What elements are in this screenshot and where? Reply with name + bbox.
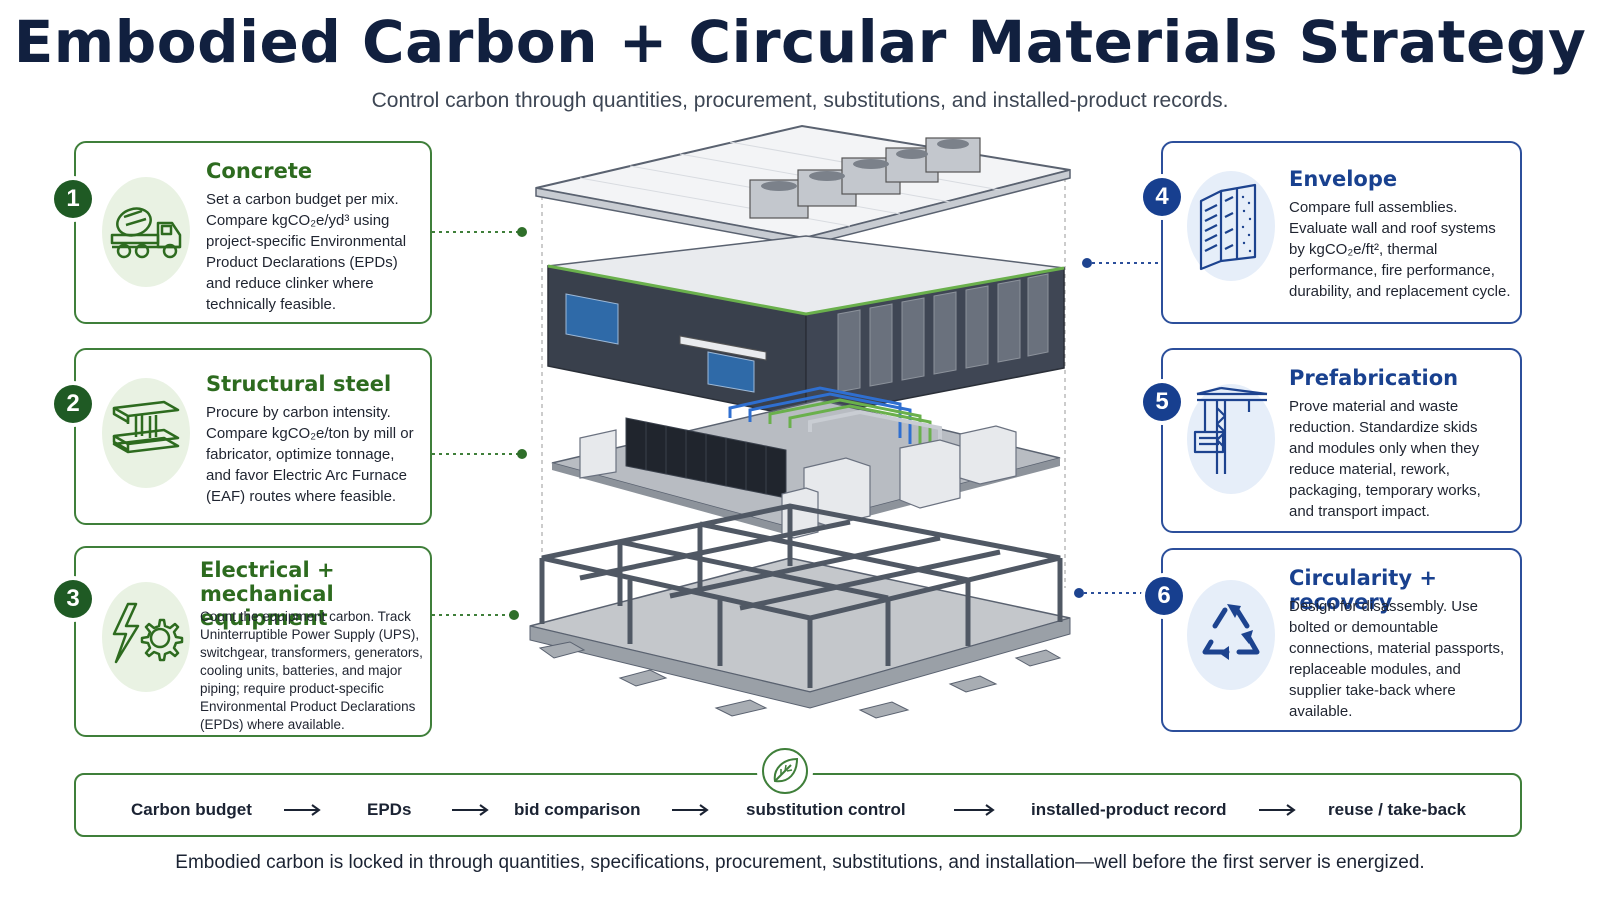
footer-note: Embodied carbon is locked in through qua… <box>175 852 1425 873</box>
card-title-prefabrication: Prefabrication <box>1289 366 1459 390</box>
flow-step-bid-comparison: bid comparison <box>514 800 641 819</box>
concrete-mixer-truck-icon <box>110 207 182 259</box>
page-subtitle: Control carbon through quantities, procu… <box>371 89 1229 112</box>
equipment-icon-bubble <box>102 582 190 692</box>
card-title-circularity-recovery: Circularity + recovery <box>1289 566 1437 614</box>
card-concrete: Concrete Set a carbon budget per mix. Co… <box>74 141 432 324</box>
envelope-icon-bubble <box>1187 171 1275 281</box>
card-body-prefabrication: Prove material and waste reduction. Stan… <box>1289 398 1481 520</box>
steel-i-beam-icon <box>112 400 180 454</box>
steel-icon-bubble <box>102 378 190 488</box>
recycle-icon <box>1202 604 1260 660</box>
wall-assembly-icon <box>1199 183 1257 271</box>
badge-3: 3 <box>54 580 92 618</box>
page-title: Embodied Carbon + Circular Materials Str… <box>13 8 1587 76</box>
envelope-layer <box>547 235 1065 419</box>
card-title-electrical-mechanical: Electrical + mechanical equipment <box>200 558 335 630</box>
circularity-icon-bubble <box>1187 580 1275 690</box>
concrete-icon-bubble <box>102 177 190 287</box>
structure-layer <box>529 503 1071 719</box>
flow-step-substitution-control: substitution control <box>746 800 906 819</box>
crane-module-icon <box>1193 386 1268 474</box>
flow-step-installed-product-record: installed-product record <box>1031 800 1227 819</box>
card-structural-steel: Structural steel Procure by carbon inten… <box>74 348 432 525</box>
leaf-icon-badge <box>757 743 813 799</box>
flow-step-epds: EPDs <box>367 800 412 819</box>
card-body-structural-steel: Procure by carbon intensity. Compare kgC… <box>206 404 414 505</box>
card-title-concrete: Concrete <box>206 159 313 183</box>
lightning-gear-icon <box>112 602 184 664</box>
badge-1: 1 <box>54 180 92 218</box>
prefab-icon-bubble <box>1187 384 1275 494</box>
badge-2: 2 <box>54 385 92 423</box>
card-body-envelope: Compare full assemblies. Evaluate wall a… <box>1289 199 1511 300</box>
equipment-layer <box>551 386 1061 539</box>
flow-step-carbon-budget: Carbon budget <box>131 800 252 819</box>
card-body-concrete: Set a carbon budget per mix. Compare kgC… <box>206 191 407 313</box>
card-title-structural-steel: Structural steel <box>206 372 392 396</box>
card-title-envelope: Envelope <box>1289 167 1398 191</box>
flow-arrows <box>284 804 1296 816</box>
leaf-icon <box>762 748 808 794</box>
badge-6: 6 <box>1145 577 1183 615</box>
flow-step-reuse-take-back: reuse / take-back <box>1328 800 1466 819</box>
card-body-circularity-recovery: Design for disassembly. Use bolted or de… <box>1289 598 1505 720</box>
card-electrical-mechanical: Electrical + mechanical equipment Count … <box>74 546 432 737</box>
badge-4: 4 <box>1143 178 1181 216</box>
card-envelope: Envelope Compare full assemblies. Evalua… <box>1161 141 1522 324</box>
card-prefabrication: Prefabrication Prove material and waste … <box>1161 348 1522 533</box>
roof-layer <box>535 124 1071 247</box>
exploded-building-illustration <box>529 124 1071 719</box>
badge-5: 5 <box>1143 383 1181 421</box>
card-circularity-recovery: Circularity + recovery Design for disass… <box>1161 548 1522 732</box>
card-body-electrical-mechanical: Count the equipment carbon. Track Uninte… <box>200 609 423 732</box>
